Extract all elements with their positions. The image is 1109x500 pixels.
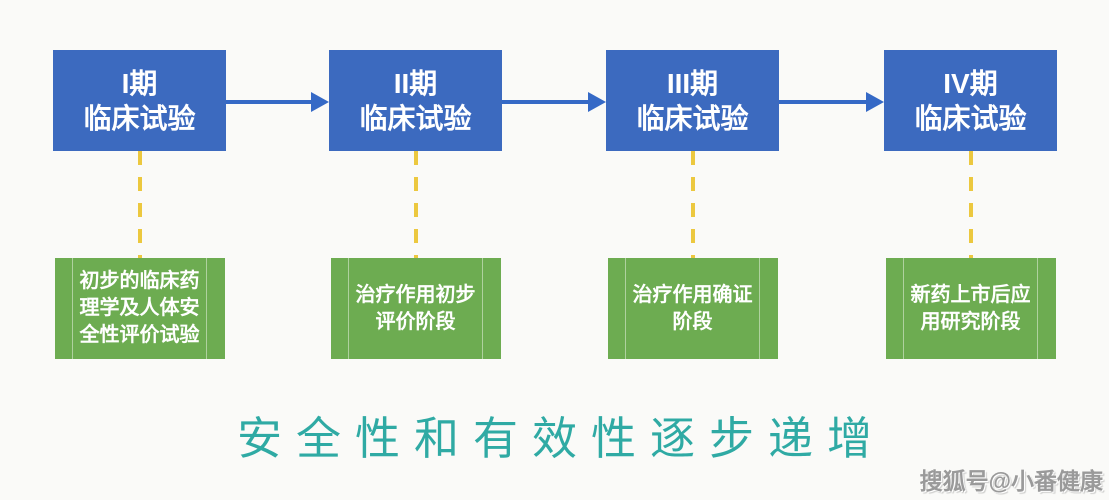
stage-column-phase-3: III期 临床试验 治疗作用确证阶段 xyxy=(606,50,779,360)
phase-4-label-line2: 临床试验 xyxy=(914,102,1027,134)
phase-2-label-line2: 临床试验 xyxy=(359,102,472,134)
phase-3-description-box: 治疗作用确证阶段 xyxy=(607,258,778,359)
phase-3-label-line1: III期 xyxy=(666,67,719,99)
dashed-connector-3 xyxy=(690,151,695,258)
right-arrow-icon xyxy=(226,92,329,112)
stage-column-phase-1: I期 临床试验 初步的临床药理学及人体安全性评价试验 xyxy=(53,50,226,360)
dashed-connector-2 xyxy=(413,151,418,258)
phase-2-box: II期 临床试验 xyxy=(329,50,502,151)
phase-4-label-line1: IV期 xyxy=(943,67,998,99)
dashed-connector-4 xyxy=(968,151,973,258)
phase-2-description: 治疗作用初步评价阶段 xyxy=(355,283,476,333)
phase-1-description-box: 初步的临床药理学及人体安全性评价试验 xyxy=(54,258,225,359)
phase-2-description-box: 治疗作用初步评价阶段 xyxy=(330,258,501,359)
phase-1-label-line2: 临床试验 xyxy=(83,102,196,134)
watermark-text: 搜狐号@小番健康 xyxy=(919,468,1103,494)
phase-3-box: III期 临床试验 xyxy=(606,50,779,151)
phase-3-description: 治疗作用确证阶段 xyxy=(632,283,753,333)
phase-1-label-line1: I期 xyxy=(121,67,158,99)
phase-1-box: I期 临床试验 xyxy=(53,50,226,151)
phase-3-label-line2: 临床试验 xyxy=(636,102,749,134)
phase-4-description-box: 新药上市后应用研究阶段 xyxy=(885,258,1056,359)
phase-1-description: 初步的临床药理学及人体安全性评价试验 xyxy=(79,270,200,346)
phase-4-description: 新药上市后应用研究阶段 xyxy=(910,283,1031,333)
stage-column-phase-4: IV期 临床试验 新药上市后应用研究阶段 xyxy=(884,50,1057,360)
right-arrow-icon xyxy=(779,92,884,112)
phase-4-box: IV期 临床试验 xyxy=(884,50,1057,151)
stage-column-phase-2: II期 临床试验 治疗作用初步评价阶段 xyxy=(329,50,502,360)
right-arrow-icon xyxy=(502,92,606,112)
dashed-connector-1 xyxy=(137,151,142,258)
slogan-text: 安全性和有效性逐步递增 xyxy=(236,412,886,465)
phase-2-label-line1: II期 xyxy=(393,67,438,99)
